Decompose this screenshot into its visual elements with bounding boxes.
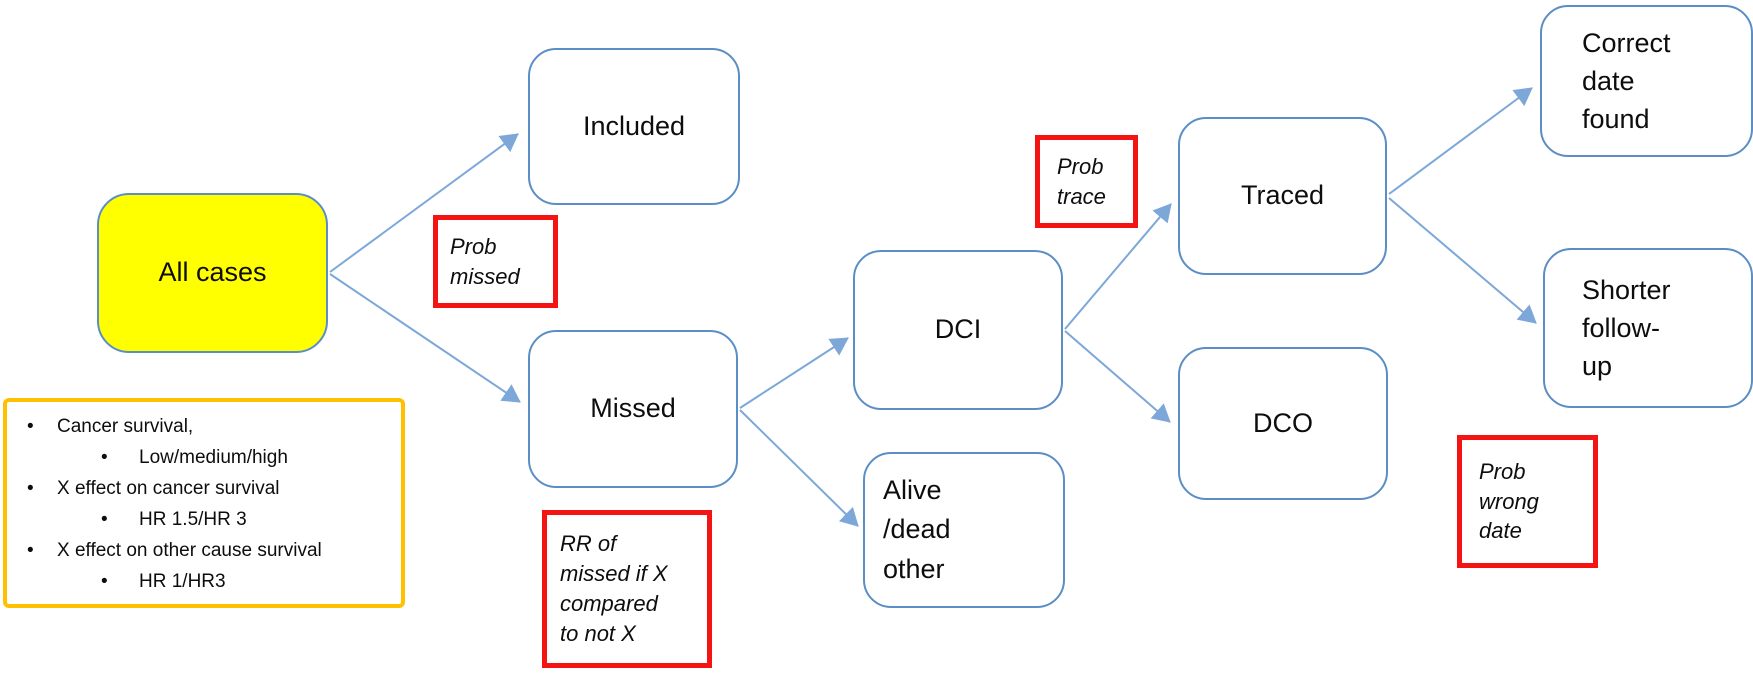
- arrow-traced-to-correct-date: [1388, 87, 1533, 195]
- node-alive-dead-other: Alive /dead other: [863, 452, 1065, 608]
- legend-subitem: HR 1.5/HR 3: [13, 504, 395, 535]
- legend-subitem: Low/medium/high: [13, 442, 395, 473]
- arrow-traced-to-shorter-follow-up: [1388, 197, 1537, 324]
- legend-subitem: HR 1/HR3: [13, 566, 395, 597]
- arrow-dci-to-dco: [1064, 330, 1171, 423]
- annotation-rr-missed-if-x: RR of missed if X compared to not X: [542, 510, 712, 668]
- legend-item: X effect on other cause survival: [13, 535, 395, 566]
- node-included: Included: [528, 48, 740, 205]
- annotation-prob-trace: Prob trace: [1035, 135, 1138, 228]
- legend-item: Cancer survival,: [13, 411, 395, 442]
- legend-item: X effect on cancer survival: [13, 473, 395, 504]
- node-shorter-follow-up: Shorter follow- up: [1543, 248, 1753, 408]
- node-dco: DCO: [1178, 347, 1388, 500]
- node-missed: Missed: [528, 330, 738, 488]
- arrow-missed-to-alive-dead-other: [739, 409, 859, 527]
- node-traced: Traced: [1178, 117, 1387, 275]
- arrow-missed-to-dci: [739, 337, 849, 409]
- parameters-legend: Cancer survival, Low/medium/high X effec…: [3, 398, 405, 608]
- annotation-prob-wrong-date: Prob wrong date: [1457, 435, 1598, 568]
- parameters-legend-list: Cancer survival, Low/medium/high X effec…: [13, 411, 395, 597]
- node-correct-date-found: Correct date found: [1540, 5, 1753, 157]
- annotation-prob-missed: Prob missed: [433, 215, 558, 308]
- node-all-cases: All cases: [97, 193, 328, 353]
- node-dci: DCI: [853, 250, 1063, 410]
